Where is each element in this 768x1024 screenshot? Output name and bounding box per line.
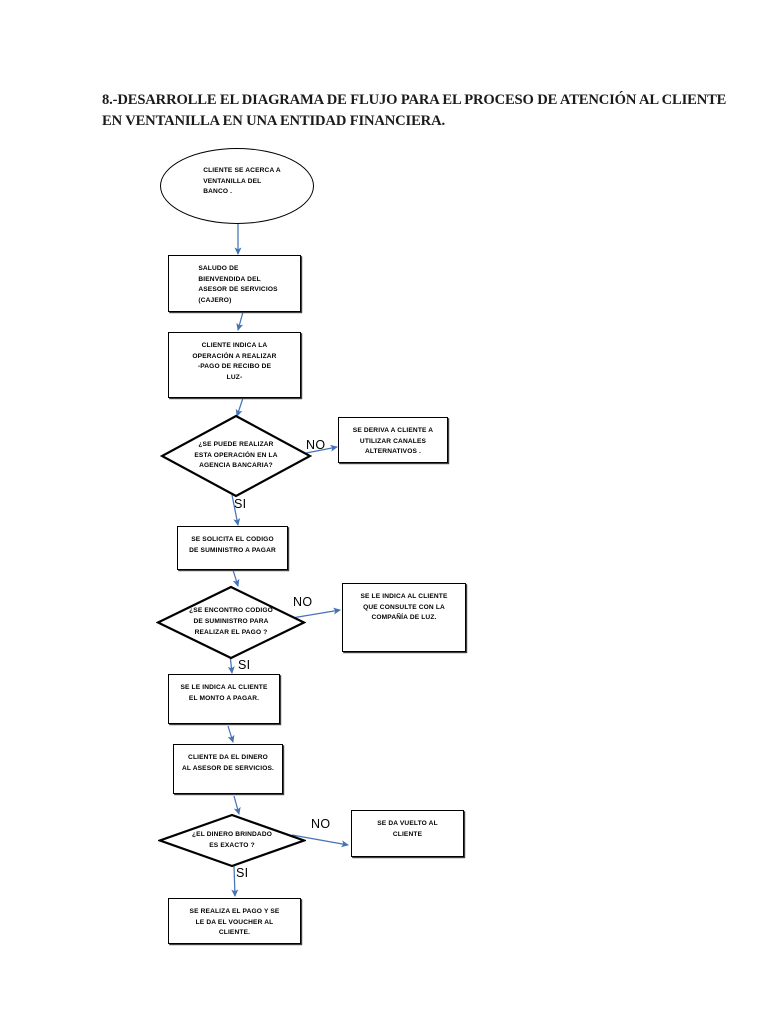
flow-node-decision-agencia[interactable]: ¿SE PUEDE REALIZAR ESTA OPERACIÓN EN LA … (160, 414, 312, 498)
flow-node-text: CLIENTE INDICA LA OPERACIÓN A REALIZAR -… (192, 342, 277, 382)
flow-node-text: SE LE INDICA AL CLIENTE EL MONTO A PAGAR… (180, 684, 268, 702)
edge-n10-n11 (233, 795, 241, 815)
flow-node-text: SE DERIVA A CLIENTE A UTILIZAR CANALES A… (352, 427, 434, 456)
flow-node-text: CLIENTE DA EL DINERO AL ASESOR DE SERVIC… (182, 754, 274, 772)
flow-node-process-codigo-suministro[interactable]: SE SOLICITA EL CODIGO DE SUMINISTRO A PA… (177, 526, 288, 570)
edge-n9-n10 (227, 725, 235, 743)
flow-node-terminator-start[interactable]: CLIENTE SE ACERCA A VENTANILLA DEL BANCO… (160, 148, 314, 224)
diamond-shape (158, 813, 306, 868)
flow-node-text: SALUDO DE BIENVENDIDA DEL ASESOR DE SERV… (198, 265, 278, 305)
page-title: 8.-DESARROLLE EL DIAGRAMA DE FLUJO PARA … (102, 92, 727, 129)
edge-n11-n13-si (231, 865, 239, 897)
flow-node-process-operacion[interactable]: CLIENTE INDICA LA OPERACIÓN A REALIZAR -… (168, 332, 301, 398)
edge-label-si-2: SI (238, 658, 251, 672)
flow-node-process-cliente-da-dinero[interactable]: CLIENTE DA EL DINERO AL ASESOR DE SERVIC… (173, 744, 283, 794)
flow-node-text: SE SOLICITA EL CODIGO DE SUMINISTRO A PA… (189, 536, 276, 554)
flow-node-text: CLIENTE SE ACERCA A VENTANILLA DEL BANCO… (203, 166, 281, 196)
flow-node-text: ¿SE ENCONTRO CODIGO DE SUMINISTRO PARA R… (189, 607, 273, 636)
flow-node-text: ¿SE PUEDE REALIZAR ESTA OPERACIÓN EN LA … (194, 440, 278, 470)
flow-node-process-canales-alternativos[interactable]: SE DERIVA A CLIENTE A UTILIZAR CANALES A… (338, 417, 448, 463)
flow-node-process-saludo[interactable]: SALUDO DE BIENVENDIDA DEL ASESOR DE SERV… (168, 255, 301, 312)
flow-node-text: SE LE INDICA AL CLIENTE QUE CONSULTE CON… (360, 593, 448, 622)
flow-node-process-voucher[interactable]: SE REALIZA EL PAGO Y SE LE DA EL VOUCHER… (168, 898, 301, 944)
diamond-shape (160, 414, 312, 498)
edge-label-no-2: NO (293, 595, 313, 609)
flow-node-text: SE DA VUELTO AL CLIENTE (377, 820, 438, 838)
edge-label-si-1: SI (234, 497, 247, 511)
edge-label-si-3: SI (236, 866, 249, 880)
edge-label-no-1: NO (306, 438, 326, 452)
edge-label-no-3: NO (311, 817, 331, 831)
edge-n6-n7 (232, 569, 240, 587)
flow-node-text: ¿EL DINERO BRINDADO ES EXACTO ? (191, 830, 273, 849)
flow-node-process-monto-a-pagar[interactable]: SE LE INDICA AL CLIENTE EL MONTO A PAGAR… (168, 674, 280, 724)
flow-node-decision-dinero-exacto[interactable]: ¿EL DINERO BRINDADO ES EXACTO ? (158, 813, 306, 868)
flow-node-text: SE REALIZA EL PAGO Y SE LE DA EL VOUCHER… (189, 908, 280, 937)
flow-node-process-consulte-compania[interactable]: SE LE INDICA AL CLIENTE QUE CONSULTE CON… (342, 583, 466, 652)
flow-node-process-se-da-vuelto[interactable]: SE DA VUELTO AL CLIENTE (351, 810, 464, 857)
flow-node-decision-encontro-codigo[interactable]: ¿SE ENCONTRO CODIGO DE SUMINISTRO PARA R… (156, 585, 306, 660)
edge-n2-n3 (236, 311, 244, 331)
diamond-shape (156, 585, 306, 660)
